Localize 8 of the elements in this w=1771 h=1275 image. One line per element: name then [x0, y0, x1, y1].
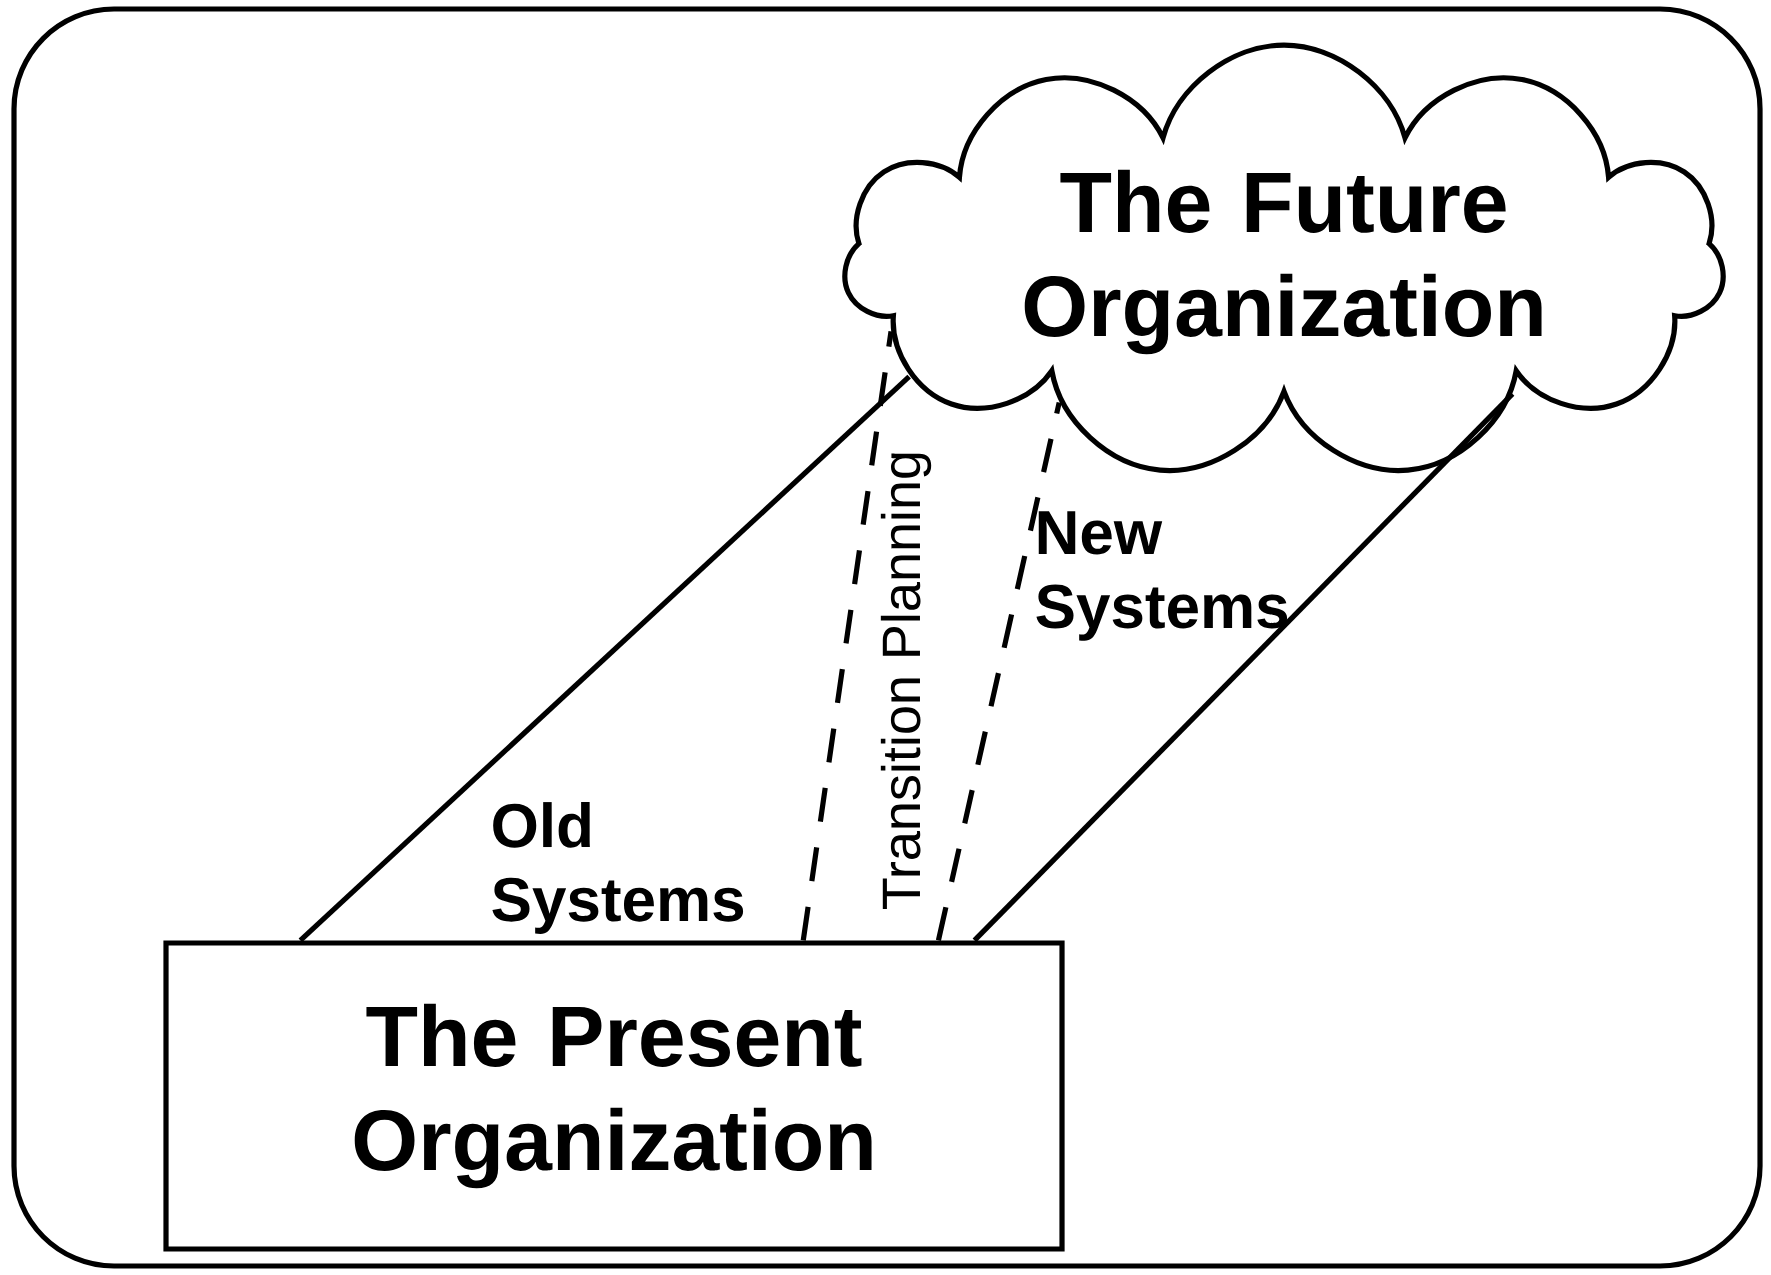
connector-line [972, 392, 1515, 943]
label-text: Old Systems [492, 802, 744, 934]
connector-line [800, 330, 894, 941]
connector-line [935, 401, 1062, 941]
process-box: The Present Organization [163, 940, 1065, 1252]
label-text: Transition Planning [880, 453, 932, 909]
label-text: New Systems [1036, 511, 1288, 641]
connector-line [298, 374, 911, 943]
